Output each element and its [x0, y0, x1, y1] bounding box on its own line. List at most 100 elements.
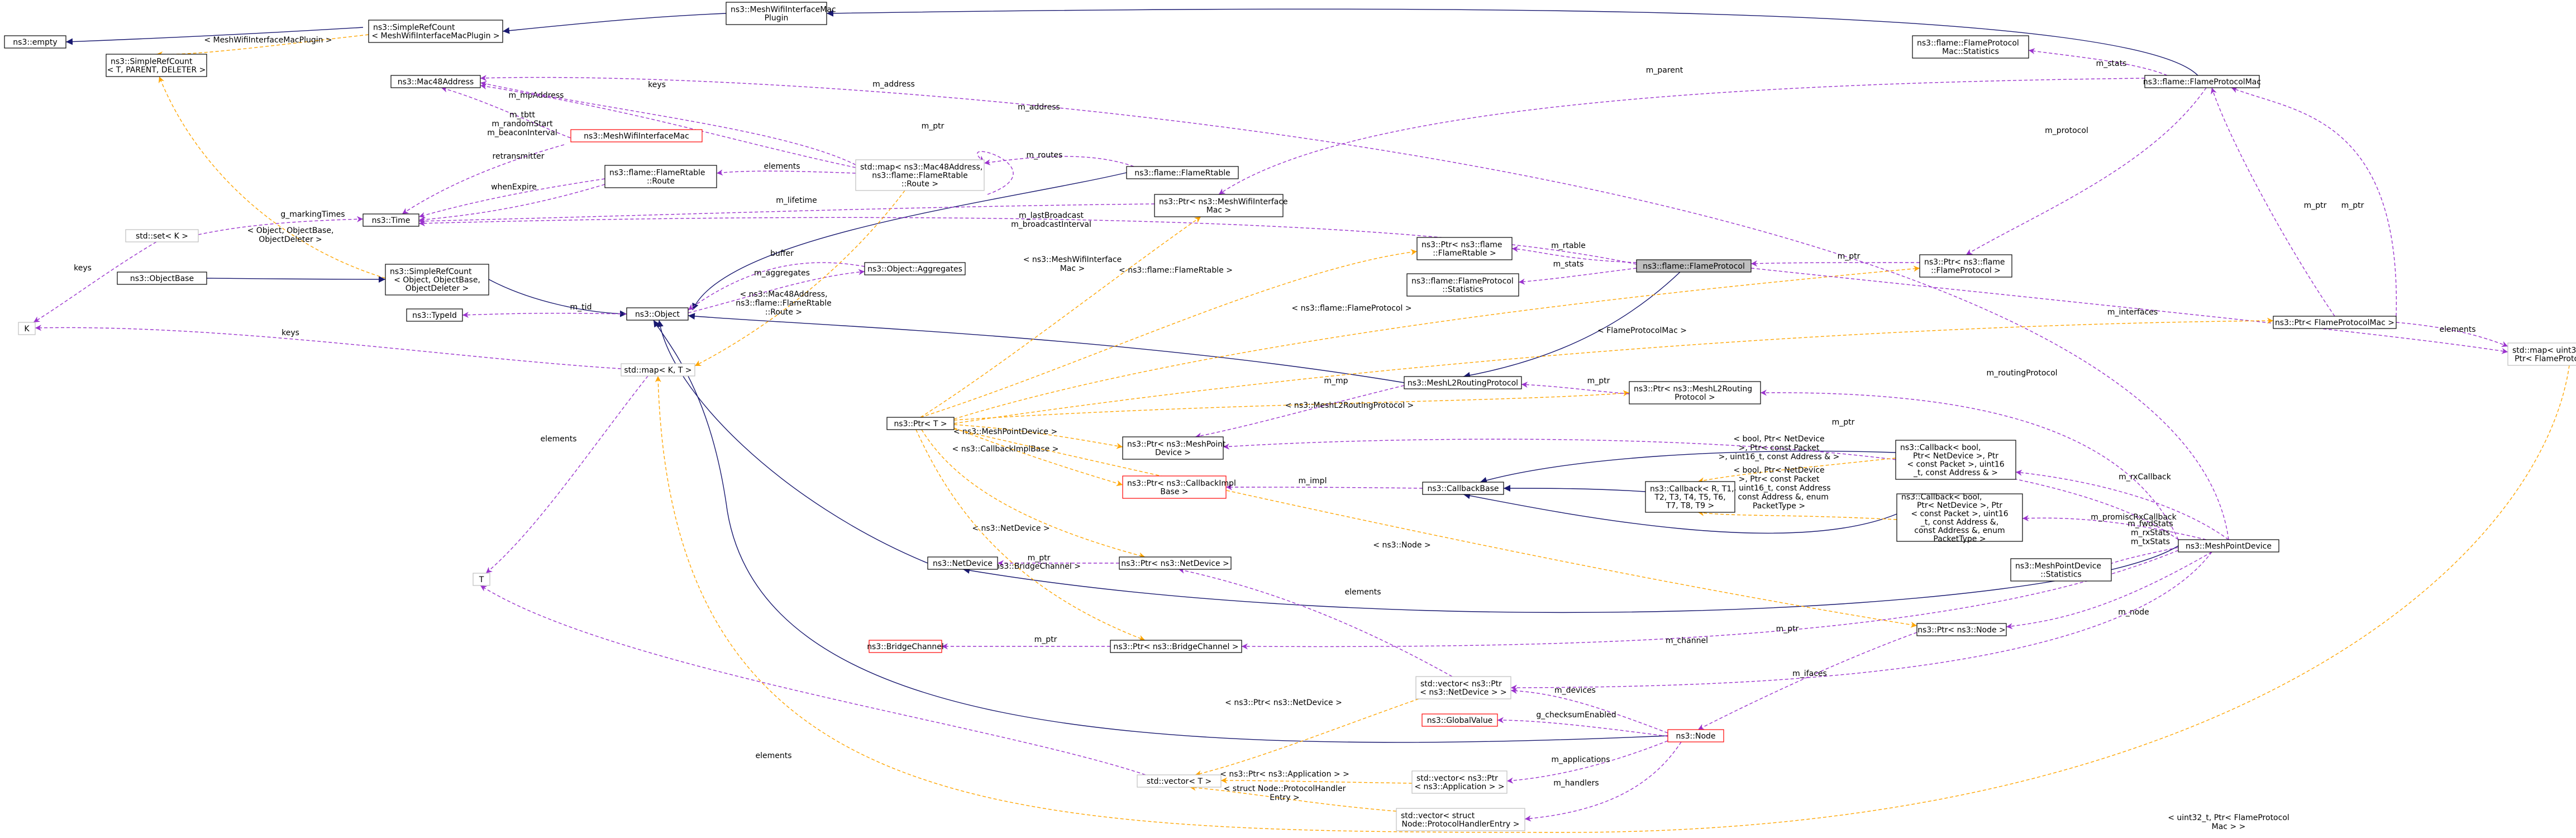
class-node-ptrflproto[interactable]: ns3::Ptr< ns3::flame::FlameProtocol > — [1919, 254, 2012, 278]
template-edge — [915, 429, 1146, 641]
edge-label: m_aggregates — [754, 269, 810, 278]
class-node-src_t[interactable]: ns3::SimpleRefCount< T, PARENT, DELETER … — [106, 54, 207, 77]
class-node-meshl2[interactable]: ns3::MeshL2RoutingProtocol — [1404, 376, 1522, 389]
class-node-flmac[interactable]: ns3::flame::FlameProtocolMac — [2143, 75, 2261, 88]
usage-edge — [1241, 550, 2179, 650]
class-node-gv[interactable]: ns3::GlobalValue — [1421, 713, 1498, 727]
template-edge — [953, 427, 1123, 487]
class-node-vecnetdev[interactable]: std::vector< ns3::Ptr< ns3::NetDevice > … — [1415, 676, 1511, 699]
class-node-netdev[interactable]: ns3::NetDevice — [927, 556, 998, 570]
edge-label: m_applications — [1551, 755, 1610, 764]
class-node-flrt[interactable]: ns3::flame::FlameRtable — [1126, 166, 1239, 179]
class-node-ptrT[interactable]: ns3::Ptr< T > — [886, 417, 955, 430]
class-node-mpdstats[interactable]: ns3::MeshPointDevice::Statistics — [2010, 558, 2112, 582]
class-node-src_mwp[interactable]: ns3::SimpleRefCount< MeshWifiInterfaceMa… — [368, 20, 503, 43]
class-node-setk[interactable]: std::set< K > — [125, 229, 199, 242]
edge-label: < ns3::Node > — [1373, 541, 1430, 550]
template-edge — [158, 76, 386, 279]
usage-edge — [688, 262, 865, 311]
inheritance-edge — [688, 313, 1405, 383]
node-label: ns3::SimpleRefCount< Object, ObjectBase,… — [390, 268, 480, 293]
class-node-ptrnode[interactable]: ns3::Ptr< ns3::Node > — [1916, 623, 2007, 636]
node-label: ns3::Callback< bool,Ptr< NetDevice >, Pt… — [1901, 493, 2009, 544]
class-node-cbR[interactable]: ns3::Callback< R, T1,T2, T3, T4, T5, T6,… — [1645, 481, 1735, 513]
node-label: std::set< K > — [136, 232, 188, 241]
class-node-cbbool2[interactable]: ns3::Callback< bool,Ptr< NetDevice >, Pt… — [1896, 493, 2023, 544]
class-node-mapmac[interactable]: std::map< ns3::Mac48Address,ns3::flame::… — [855, 159, 985, 191]
edge-label: m_ptr — [1028, 554, 1051, 563]
node-label: ns3::MeshWifiInterfaceMac — [584, 132, 689, 141]
node-box — [2507, 342, 2576, 366]
node-box — [626, 307, 689, 321]
node-box — [621, 363, 695, 377]
class-node-mac48[interactable]: ns3::Mac48Address — [390, 75, 481, 88]
node-label: ns3::Time — [372, 216, 411, 225]
node-box — [117, 272, 207, 285]
edge-label: m_stats — [2096, 59, 2127, 68]
edge-label: m_impl — [1299, 477, 1327, 485]
class-node-mwim[interactable]: ns3::MeshWifiInterfaceMac — [570, 129, 703, 142]
class-node-flproto[interactable]: ns3::flame::FlameProtocol — [1636, 259, 1752, 273]
class-node-src_obj[interactable]: ns3::SimpleRefCount< Object, ObjectBase,… — [385, 264, 489, 296]
node-box — [1122, 436, 1224, 460]
class-node-flstats[interactable]: ns3::flame::FlameProtocol::Statistics — [1406, 273, 1519, 297]
edge-label: m_address — [1018, 103, 1060, 112]
usage-edge — [716, 169, 856, 176]
class-node-ptrbridge[interactable]: ns3::Ptr< ns3::BridgeChannel > — [1110, 640, 1242, 653]
class-node-bridge[interactable]: ns3::BridgeChannel — [867, 640, 944, 653]
usage-edge — [2105, 547, 2179, 570]
class-node-vecapp[interactable]: std::vector< ns3::Ptr< ns3::Application … — [1411, 770, 1508, 794]
edge-label: m_ptr — [922, 122, 944, 131]
node-label: std::vector< ns3::Ptr< ns3::NetDevice > … — [1420, 680, 1507, 697]
class-node-fmroute[interactable]: ns3::flame::FlameRtable::Route — [604, 165, 717, 188]
class-node-vecT[interactable]: std::vector< T > — [1137, 774, 1222, 788]
class-node-ptrflmac[interactable]: ns3::Ptr< FlameProtocolMac > — [2273, 316, 2397, 329]
node-label: ns3::Ptr< ns3::flame::FlameRtable > — [1421, 241, 1502, 258]
class-node-mpd[interactable]: ns3::MeshPointDevice — [2178, 539, 2279, 553]
class-node-ptrnetdev[interactable]: ns3::Ptr< ns3::NetDevice > — [1119, 556, 1232, 570]
usage-edge — [480, 75, 2229, 540]
class-node-object[interactable]: ns3::Object — [626, 307, 689, 321]
class-node-cbbool1[interactable]: ns3::Callback< bool,Ptr< NetDevice >, Pt… — [1895, 440, 2016, 480]
inheritance-edge — [502, 13, 727, 34]
class-node-typeid[interactable]: ns3::TypeId — [406, 308, 463, 322]
node-box — [1629, 381, 1761, 404]
class-node-node[interactable]: ns3::Node — [1667, 729, 1724, 742]
node-box — [570, 129, 703, 142]
node-box — [1122, 475, 1227, 499]
class-node-mapu32[interactable]: std::map< uint32_t,Ptr< FlameProtocolMac… — [2507, 342, 2576, 366]
node-label: ns3::Callback< bool,Ptr< NetDevice >, Pt… — [1900, 444, 2005, 478]
node-box — [2273, 316, 2397, 329]
edge-label: whenExpire — [491, 183, 537, 192]
usage-edge — [1750, 268, 2508, 354]
usage-edge — [35, 325, 622, 369]
class-node-empty[interactable]: ns3::empty — [4, 35, 66, 49]
edge-label: m_address — [872, 80, 915, 89]
class-node-cbbase[interactable]: ns3::CallbackBase — [1422, 482, 1504, 495]
usage-edge — [2022, 515, 2207, 540]
class-node-objbase[interactable]: ns3::ObjectBase — [117, 272, 207, 285]
class-node-K[interactable]: K — [18, 322, 36, 335]
node-label: K — [24, 325, 30, 334]
node-label: ns3::empty — [13, 38, 57, 47]
node-box — [1912, 35, 2029, 59]
class-node-T[interactable]: T — [473, 573, 490, 586]
class-node-time[interactable]: ns3::Time — [362, 213, 419, 227]
edge-label: m_devices — [1554, 686, 1596, 695]
class-node-mapkt[interactable]: std::map< K, T > — [621, 363, 695, 377]
edge-label: < ns3::Mac48Address,ns3::flame::FlameRta… — [736, 290, 832, 317]
class-node-ptrflrt[interactable]: ns3::Ptr< ns3::flame::FlameRtable > — [1416, 237, 1513, 260]
edge-label: elements — [764, 162, 800, 171]
class-node-aggr[interactable]: ns3::Object::Aggregates — [864, 262, 966, 275]
